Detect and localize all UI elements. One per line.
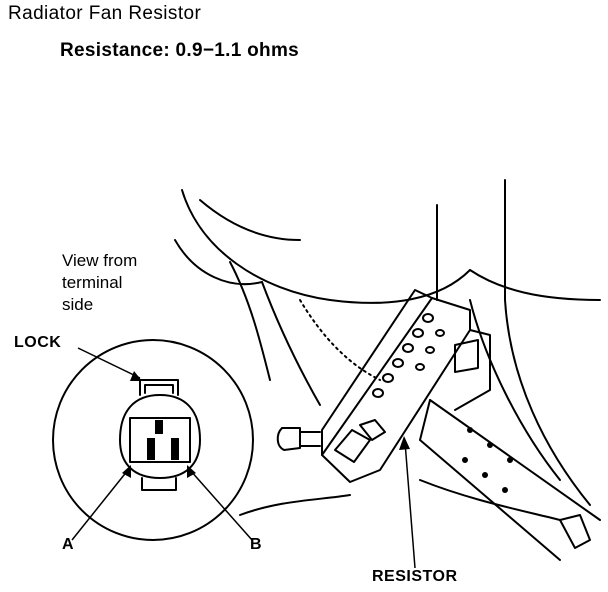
body-curve-mid — [469, 269, 601, 301]
bracket-hole — [467, 427, 473, 433]
resistor-edge — [321, 289, 433, 456]
resistor-label: RESISTOR — [372, 568, 458, 585]
body-curve-upper — [199, 199, 301, 241]
body-curve-inner — [229, 261, 271, 381]
resistor-arrowhead — [399, 436, 410, 450]
connector-outline — [119, 394, 201, 479]
resistance-spec: Resistance: 0.9−1.1 ohms — [60, 40, 300, 61]
resistor-hole — [415, 363, 425, 371]
body-arc-left — [174, 239, 263, 286]
view-note-line: terminal — [62, 273, 123, 292]
resistor-hole — [422, 313, 434, 323]
terminal-pin-b — [171, 438, 179, 460]
bracket-hole — [507, 457, 513, 463]
connector-bottom-tab — [141, 477, 177, 491]
resistor-leader — [404, 441, 416, 569]
bracket-holes — [462, 427, 513, 493]
bracket-hole — [482, 472, 488, 478]
lock-leader — [77, 347, 141, 379]
resistor-mount — [454, 329, 491, 411]
resistor-holes — [372, 313, 445, 398]
bracket-rail-top — [429, 399, 601, 521]
terminal-b-arrowhead — [187, 465, 196, 478]
bracket-hole — [462, 457, 468, 463]
lock-label: LOCK — [14, 334, 62, 351]
resistor-hole — [382, 373, 394, 383]
resistor-clip — [359, 419, 386, 441]
resistor-hole — [412, 328, 424, 338]
bracket-lower — [419, 479, 561, 521]
body-dotted-line — [299, 299, 381, 381]
resistor-tab — [454, 339, 479, 373]
body-edge-far-right — [504, 179, 591, 506]
view-from-terminal-note: View from terminal side — [62, 250, 137, 316]
magnified-view-circle — [52, 339, 254, 541]
terminal-pin-a — [147, 438, 155, 460]
resistor-hole — [372, 388, 384, 398]
body-curve-lower — [261, 281, 321, 406]
connector-lock-inner — [144, 384, 174, 394]
bracket-corner — [559, 514, 591, 549]
bolt-stem — [299, 431, 321, 447]
terminal-a-label: A — [62, 536, 75, 553]
resistor-connector — [334, 429, 371, 463]
lock-arrowhead — [130, 371, 142, 381]
body-edge-right-inner — [469, 299, 561, 481]
terminal-b-label: B — [250, 536, 263, 553]
resistor-body — [321, 297, 471, 483]
view-note-line: View from — [62, 251, 138, 270]
connector-inner-frame — [129, 417, 191, 463]
connector-lock-tab — [139, 379, 179, 396]
bracket-hole — [502, 487, 508, 493]
page-title: Radiator Fan Resistor — [8, 3, 202, 24]
resistor-hole — [402, 343, 414, 353]
bracket-rail-end — [419, 399, 431, 441]
resistor-hole — [392, 358, 404, 368]
bolt-left — [276, 427, 301, 451]
terminal-b-leader — [189, 469, 253, 541]
view-note-line: side — [62, 295, 94, 314]
resistor-hole — [425, 346, 435, 354]
bracket-rail-bottom — [419, 439, 561, 561]
connector-key — [155, 420, 163, 434]
terminal-a-leader — [71, 469, 129, 541]
resistor-hole — [435, 329, 445, 337]
terminal-a-arrowhead — [122, 465, 131, 478]
magnifier-lead-line — [239, 494, 351, 516]
bracket-hole — [487, 442, 493, 448]
body-curve-outer — [181, 189, 471, 304]
